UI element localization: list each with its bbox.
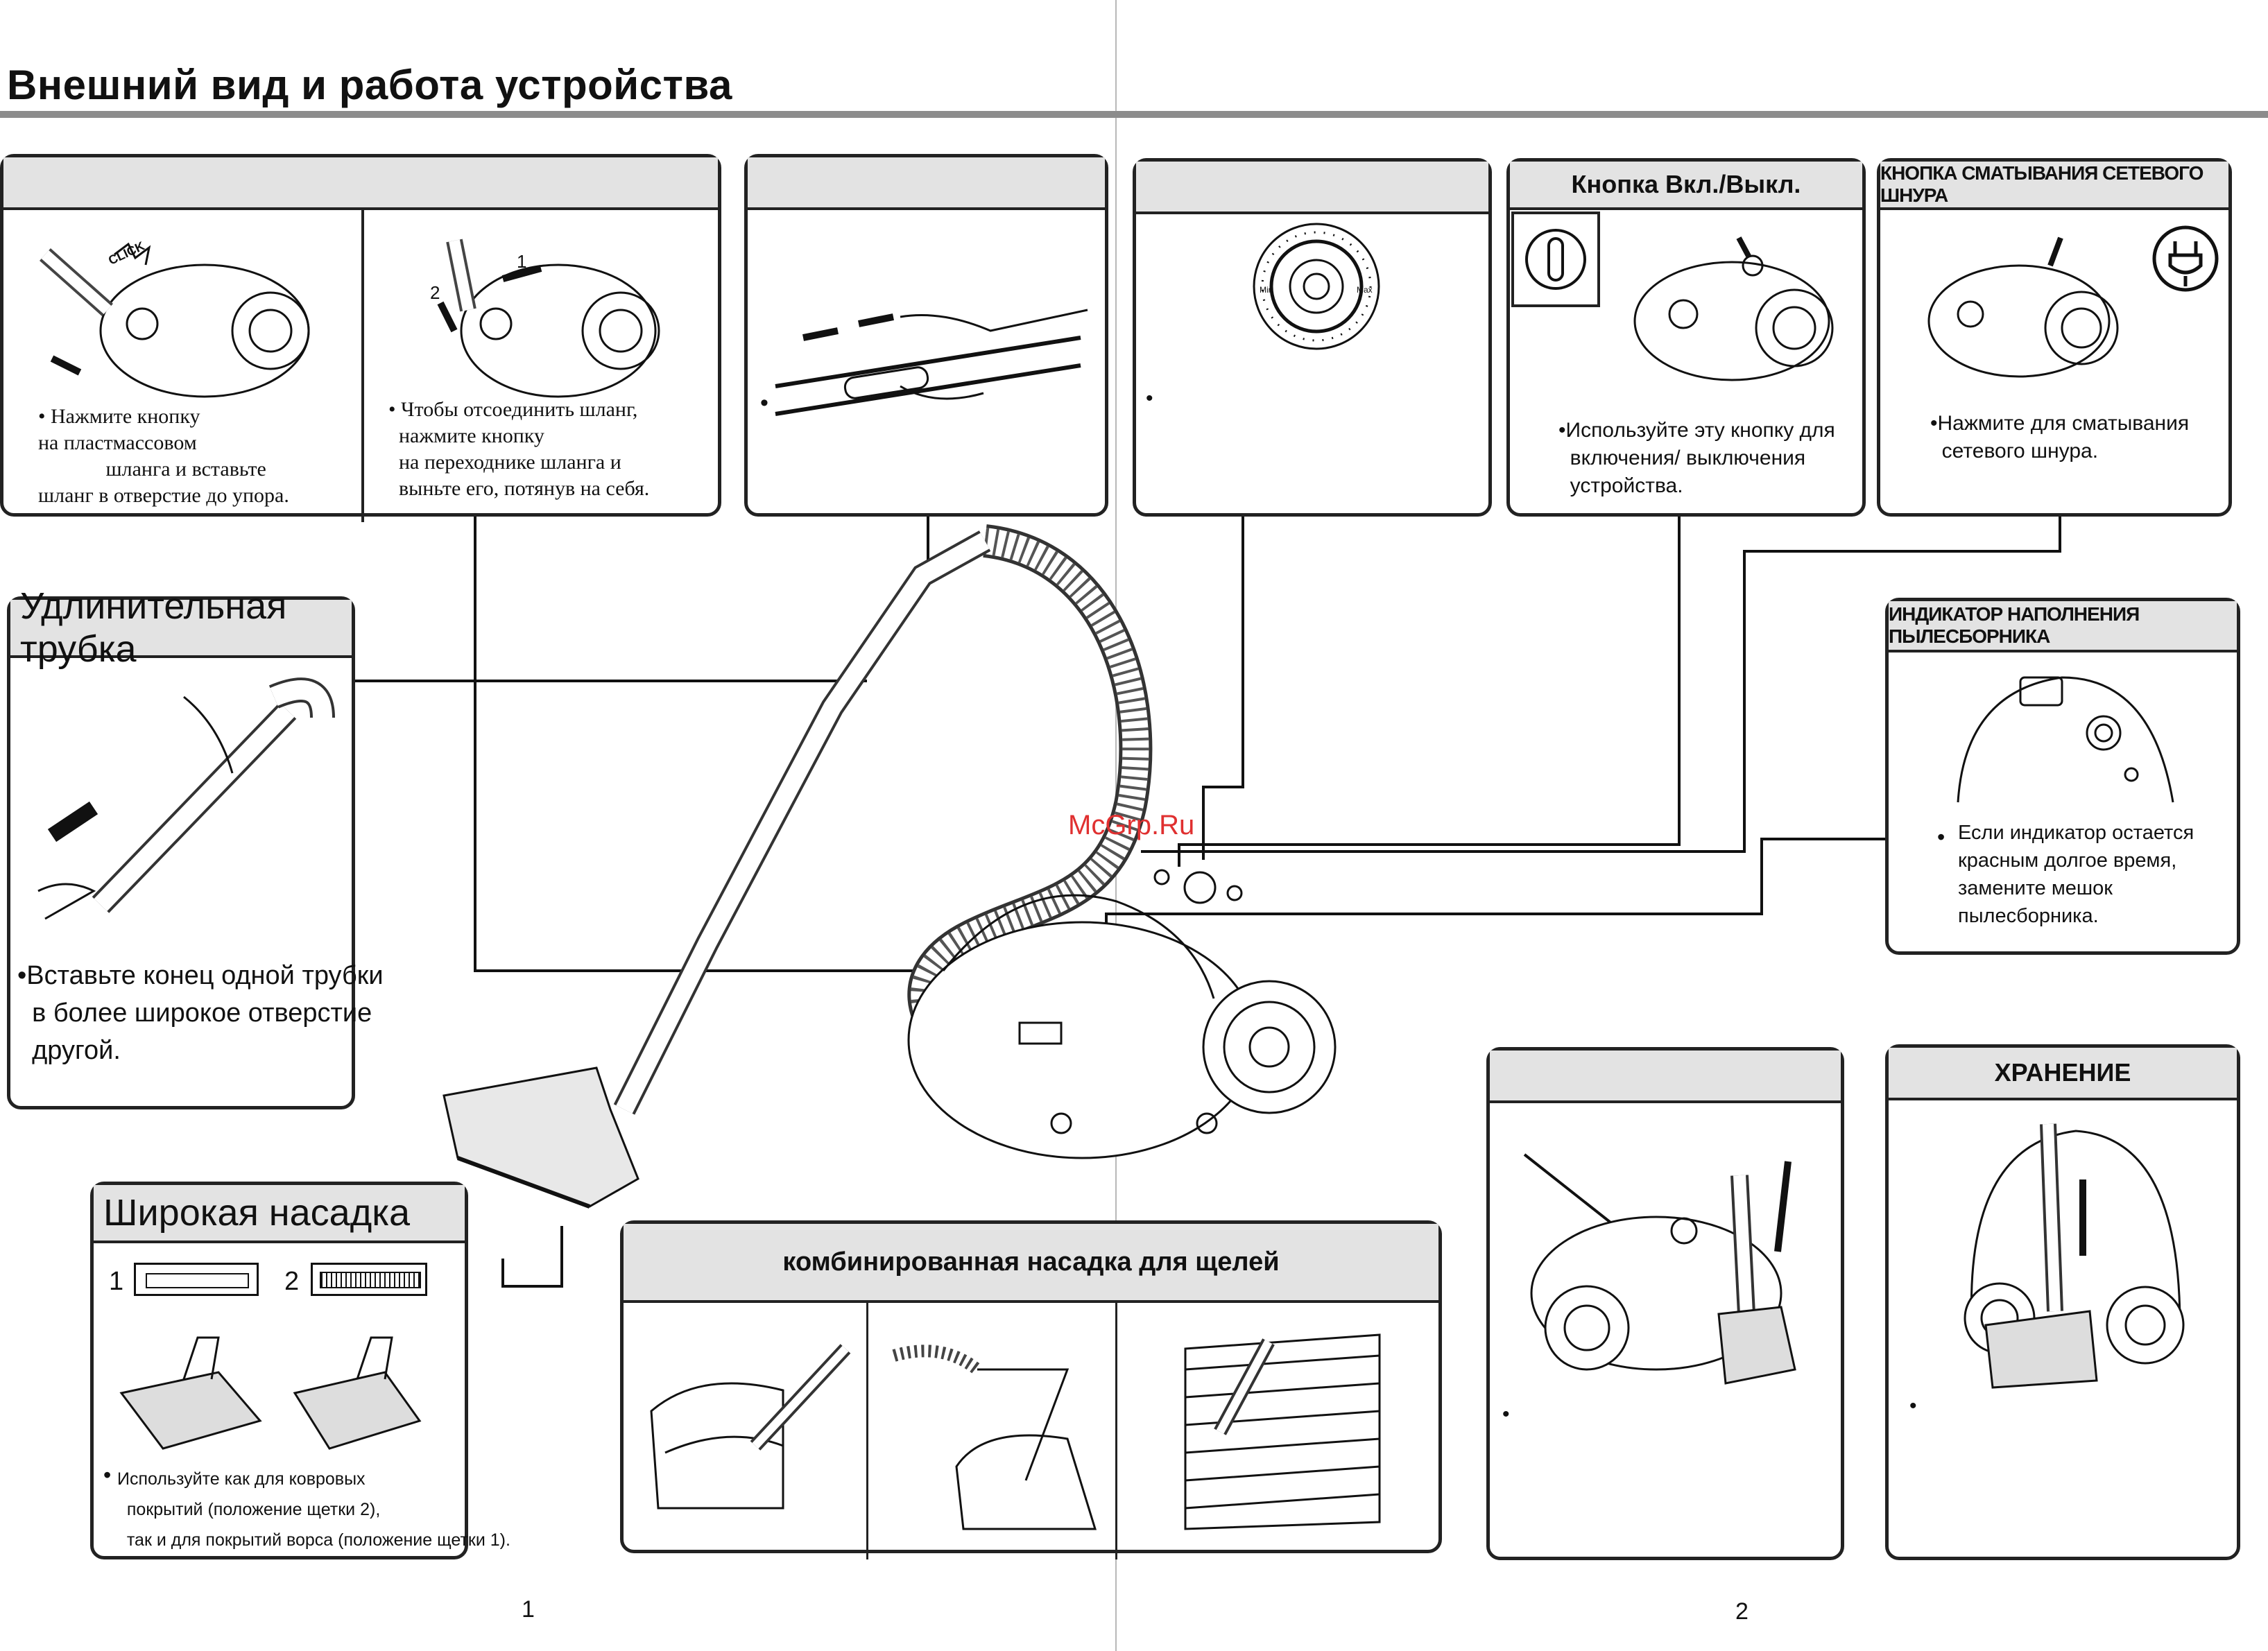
- panel-header-blank: [3, 157, 718, 210]
- step-label-2: 2: [430, 282, 440, 303]
- step-label-1: 1: [517, 251, 527, 272]
- crevice-tool-panel: комбинированная насадка для щелей: [620, 1220, 1442, 1559]
- power-dial-panel: Min Max •: [1133, 158, 1492, 517]
- bullet-power-dial: •: [1146, 387, 1153, 410]
- page-number-left: 1: [522, 1596, 535, 1623]
- bullet-hose-handle: •: [760, 390, 768, 416]
- page-title: Внешний вид и работа устройства: [7, 62, 732, 108]
- hose-handle-panel: •: [744, 154, 1108, 517]
- extension-tube-panel: Удлинительная трубка •Вставьте конец одн…: [7, 585, 384, 1109]
- extension-tube-text: •Вставьте конец одной трубки в более шир…: [17, 961, 384, 1065]
- bullet-nozzle: •: [103, 1462, 112, 1487]
- vacuum-cord-illustration: [1927, 236, 2119, 378]
- watermark: McGrp.Ru: [1068, 810, 1195, 840]
- wide-nozzle-panel-title: Широкая насадка: [94, 1185, 465, 1243]
- dust-indicator-text: Если индикатор остается красным долгое в…: [1958, 822, 2194, 927]
- panel-header-blank: [748, 157, 1105, 210]
- dial-min-label: Min: [1260, 285, 1273, 295]
- brush-position-1-label: 1: [109, 1267, 124, 1296]
- power-icon-box: [1511, 211, 1600, 307]
- dial-max-label: Max: [1357, 285, 1373, 295]
- parking-position-panel: •: [1486, 1047, 1844, 1560]
- crevice-tool-panel-title: комбинированная насадка для щелей: [624, 1224, 1438, 1303]
- suction-dial-illustration: [1253, 223, 1380, 350]
- power-button-icon: [1525, 229, 1586, 290]
- dust-bag-indicator-panel: ИНДИКАТОР НАПОЛНЕНИЯ ПЫЛЕСБОРНИКА • Если…: [1885, 598, 2240, 955]
- cord-rewind-panel: КНОПКА СМАТЫВАНИЯ СЕТЕВОГО ШНУРА •Нажмит…: [1877, 158, 2232, 517]
- vacuum-hose-remove-illustration: [437, 239, 660, 398]
- column-divider-2: [1115, 1303, 1117, 1559]
- on-off-button-panel: Кнопка Вкл./Выкл. •Используйте эту кнопк…: [1506, 158, 1866, 517]
- brush-position-2-icon: [311, 1263, 427, 1296]
- hand-slider-illustration: [775, 309, 1088, 416]
- nozzle-position-illustrations: [119, 1336, 422, 1450]
- panel-header-blank: [1490, 1051, 1841, 1103]
- column-divider-1: [866, 1303, 868, 1559]
- vacuum-storage-illustration: [1964, 1123, 2185, 1389]
- plug-icon: [2152, 225, 2219, 292]
- storage-panel-title: ХРАНЕНИЕ: [1889, 1048, 2237, 1100]
- brush-position-2-label: 2: [284, 1267, 300, 1296]
- bullet-parking: •: [1502, 1403, 1510, 1426]
- storage-panel: ХРАНЕНИЕ •: [1885, 1044, 2240, 1560]
- panel-column-divider: [361, 210, 364, 522]
- bullet-indicator: •: [1937, 824, 1945, 849]
- brush-position-1-icon: [134, 1263, 259, 1296]
- wide-nozzle-panel: Широкая насадка 1 2 • Используйте как дл…: [90, 1182, 510, 1559]
- hose-remove-text: • Чтобы отсоединить шланг, нажмите кнопк…: [388, 398, 650, 500]
- vacuum-top-view-illustration: [1633, 236, 1834, 381]
- hose-connection-panel: CLICK • Нажмите кнопку на пластмассовом …: [0, 154, 721, 522]
- tube-insert-illustration: [37, 677, 335, 920]
- panel-header-blank: [1136, 162, 1488, 214]
- wide-nozzle-text: Используйте как для ковровых покрытий (п…: [117, 1469, 510, 1550]
- sofa-crevice-illustration: [650, 1344, 851, 1510]
- cord-rewind-text: •Нажмите для сматывания сетевого шнура.: [1930, 412, 2190, 463]
- page-number-right: 2: [1735, 1598, 1749, 1625]
- cord-rewind-panel-title: КНОПКА СМАТЫВАНИЯ СЕТЕВОГО ШНУРА: [1880, 162, 2228, 210]
- vacuum-parking-illustration: [1523, 1153, 1796, 1385]
- radiator-crevice-illustration: [1184, 1333, 1381, 1530]
- vacuum-cleaner-illustration: [443, 524, 1337, 1209]
- bullet-storage: •: [1909, 1394, 1917, 1417]
- extension-tube-panel-title: Удлинительная трубка: [10, 585, 352, 670]
- dust-indicator-panel-title: ИНДИКАТОР НАПОЛНЕНИЯ ПЫЛЕСБОРНИКА: [1889, 601, 2237, 652]
- sofa-hose-illustration: [892, 1345, 1097, 1530]
- vacuum-indicator-illustration: [1957, 676, 2174, 803]
- title-rule: [0, 111, 2268, 118]
- vacuum-hose-insert-illustration: [40, 242, 310, 398]
- on-off-text: •Используйте эту кнопку для включения/ в…: [1558, 419, 1835, 497]
- on-off-panel-title: Кнопка Вкл./Выкл.: [1510, 162, 1862, 210]
- hose-insert-text: • Нажмите кнопку на пластмассовом шланга…: [38, 405, 289, 507]
